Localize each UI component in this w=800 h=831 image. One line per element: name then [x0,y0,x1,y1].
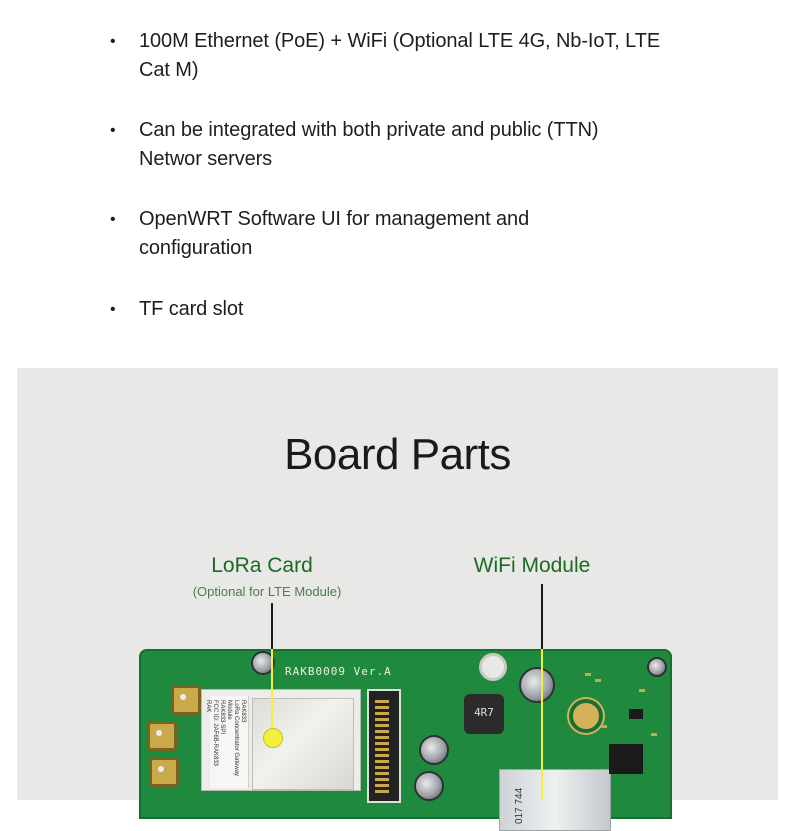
capacitor-icon [419,735,449,765]
mini-pcie-slot [367,689,401,803]
feature-item-ethernet: • 100M Ethernet (PoE) + WiFi (Optional L… [110,27,710,85]
feature-text-line-2: Cat M) [139,59,199,81]
feature-text-line-1: TF card slot [139,298,244,320]
mounting-hole-icon [479,653,507,681]
wifi-pointer-line-yellow [541,649,543,800]
smd-component [585,673,591,676]
feature-text-line-1: 100M Ethernet (PoE) + WiFi (Optional LTE… [139,30,661,52]
chip-icon [629,709,643,719]
feature-text-line-1: OpenWRT Software UI for management and [139,208,530,230]
feature-text-line-2: Networ servers [139,148,273,170]
chip-icon [609,744,643,774]
sticker-line: RAK833-SPI [219,700,225,735]
feature-item-openwrt: • OpenWRT Software UI for management and… [110,205,710,263]
inductor-icon: 4R7 [464,694,504,734]
antenna-connector-icon [171,685,201,715]
smd-component [601,725,607,728]
feature-item-network-servers: • Can be integrated with both private an… [110,116,710,174]
feature-item-tf-card: • TF card slot [110,295,710,324]
pcb-board-photo: RAKB0009 Ver.A 4R7 RAK833 LoRa Concentra… [139,649,672,831]
lora-pointer-dot [263,728,283,748]
smd-component [595,679,601,682]
smd-component [639,689,645,692]
capacitor-icon [519,667,555,703]
board-parts-panel: Board Parts LoRa Card (Optional for LTE … [17,368,778,831]
mounting-hole-icon [569,699,603,733]
capacitor-icon [647,657,667,677]
antenna-connector-icon [147,721,177,751]
lora-pointer-line [271,603,273,649]
bullet: • [110,33,116,50]
lora-card-label: LoRa Card [211,554,313,577]
sticker-logo: RAK [205,700,211,713]
sticker-line: FCC ID: 2AF6B-RAK833 [212,700,218,767]
lora-pointer-line-yellow [271,649,273,733]
bullet: • [110,122,116,139]
lora-card-note: (Optional for LTE Module) [192,584,342,599]
lora-module-sticker: RAK833 LoRa Concentrator Gateway Module … [205,696,249,788]
antenna-connector-icon [149,757,179,787]
board-id-silkscreen: RAKB0009 Ver.A [285,665,392,678]
inductor-marking: 4R7 [474,706,494,719]
board-parts-title: Board Parts [284,430,511,479]
sticker-line: LoRa Concentrator Gateway Module [226,700,239,777]
wifi-module-label: WiFi Module [473,554,591,577]
sticker-brand: RAK833 [240,700,246,723]
capacitor-icon [414,771,444,801]
lora-sticker-text: RAK833 LoRa Concentrator Gateway Module … [205,700,246,788]
bullet: • [110,301,116,318]
wifi-module-marking: 017 744 [514,787,525,824]
wifi-pointer-line [541,584,543,649]
bullet: • [110,211,116,228]
feature-text-line-1: Can be integrated with both private and … [139,119,599,141]
feature-text-line-2: configuration [139,237,253,259]
slot-pins [375,697,389,793]
feature-list: • 100M Ethernet (PoE) + WiFi (Optional L… [0,0,800,368]
smd-component [651,733,657,736]
wifi-module: 017 744 [499,769,611,831]
